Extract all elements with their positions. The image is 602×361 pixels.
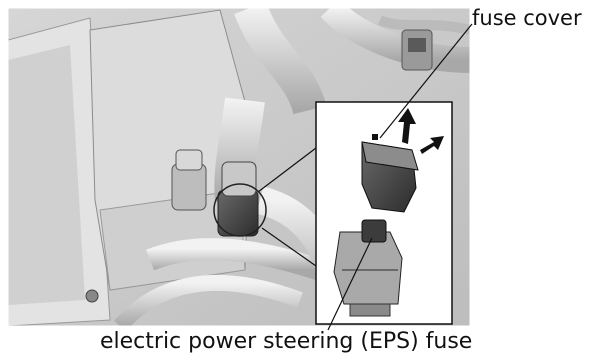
fuse-holder-left <box>172 150 206 210</box>
detail-inset <box>316 102 452 324</box>
fuse-cover-label: fuse cover <box>472 8 582 29</box>
eps-fuse-label: electric power steering (EPS) fuse <box>100 331 472 353</box>
